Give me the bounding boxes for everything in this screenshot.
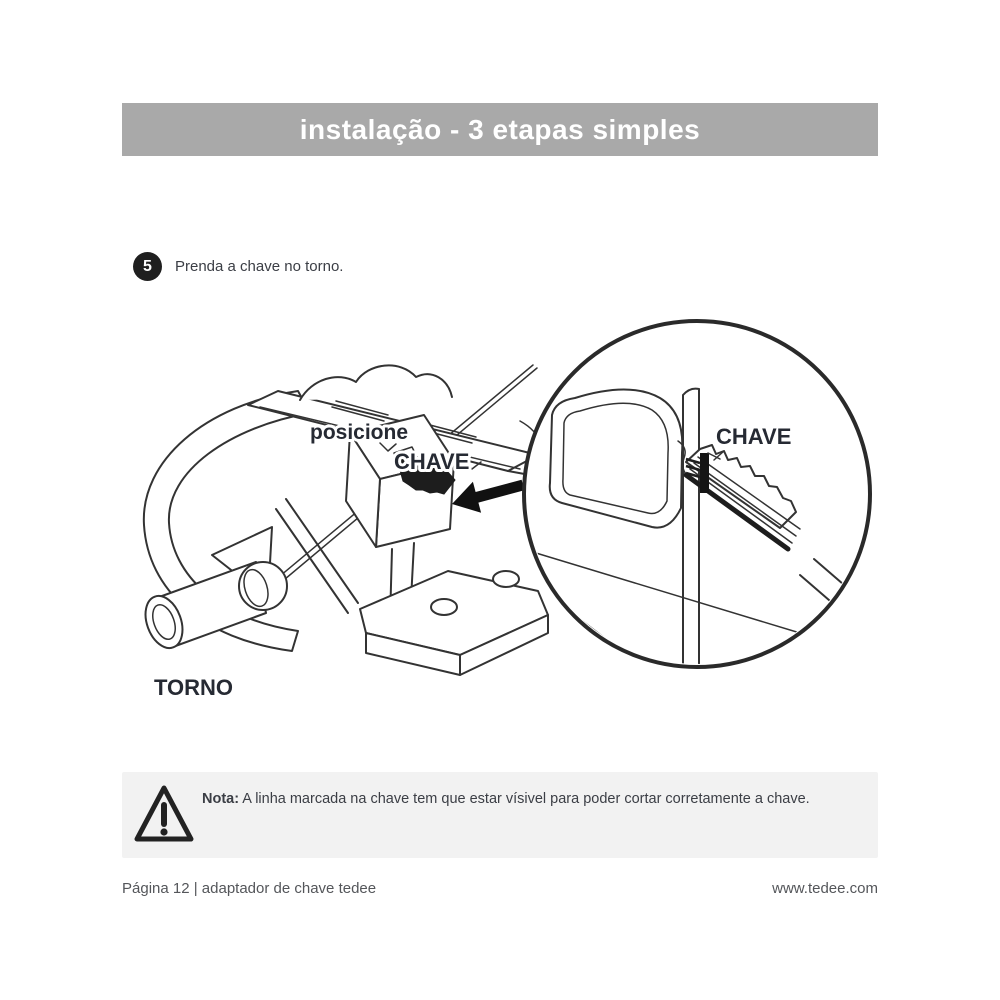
leader-ticks (379, 442, 482, 470)
magnifier-circle: CHAVE (522, 319, 872, 669)
handle-knob (238, 561, 288, 611)
bolt-hole (430, 598, 458, 616)
note-body: A linha marcada na chave tem que estar v… (239, 791, 810, 807)
section-header-banner: instalação - 3 etapas simples (122, 103, 878, 156)
vise-handle (144, 561, 288, 650)
footer-page-info: Página 12 | adaptador de chave tedee (122, 880, 377, 897)
vise-illustration: CHAVE posicione CHAVE TORNO (100, 303, 890, 715)
vise-label: TORNO (154, 675, 233, 700)
vise-base (359, 570, 549, 676)
key-zoom-drawing (683, 444, 801, 552)
page-footer: Página 12 | adaptador de chave tedee www… (122, 880, 878, 897)
vise-casting-top (299, 364, 453, 401)
warning-triangle-icon (134, 785, 194, 842)
page-title: instalação - 3 etapas simples (299, 113, 701, 145)
key-label-main: CHAVE (394, 449, 469, 474)
step-row: 5 Prenda a chave no torno. (133, 252, 343, 281)
key-drawing (393, 446, 456, 495)
step-instruction: Prenda a chave no torno. (175, 258, 344, 275)
note-text: Nota: A linha marcada na chave tem que e… (202, 786, 862, 812)
note-label: Nota: (202, 791, 240, 807)
bolt-hole (492, 570, 520, 588)
posicione-label: posicione (310, 421, 408, 444)
vise-drawing: CHAVE posicione CHAVE TORNO (142, 319, 872, 703)
note-box: Nota: A linha marcada na chave tem que e… (122, 772, 878, 858)
key-mark-line (700, 453, 709, 493)
footer-website: www.tedee.com (772, 880, 878, 897)
key-label-zoom: CHAVE (716, 424, 791, 449)
step-number-badge: 5 (133, 252, 162, 281)
vise-yoke (142, 390, 359, 652)
arrow-left (452, 479, 525, 513)
